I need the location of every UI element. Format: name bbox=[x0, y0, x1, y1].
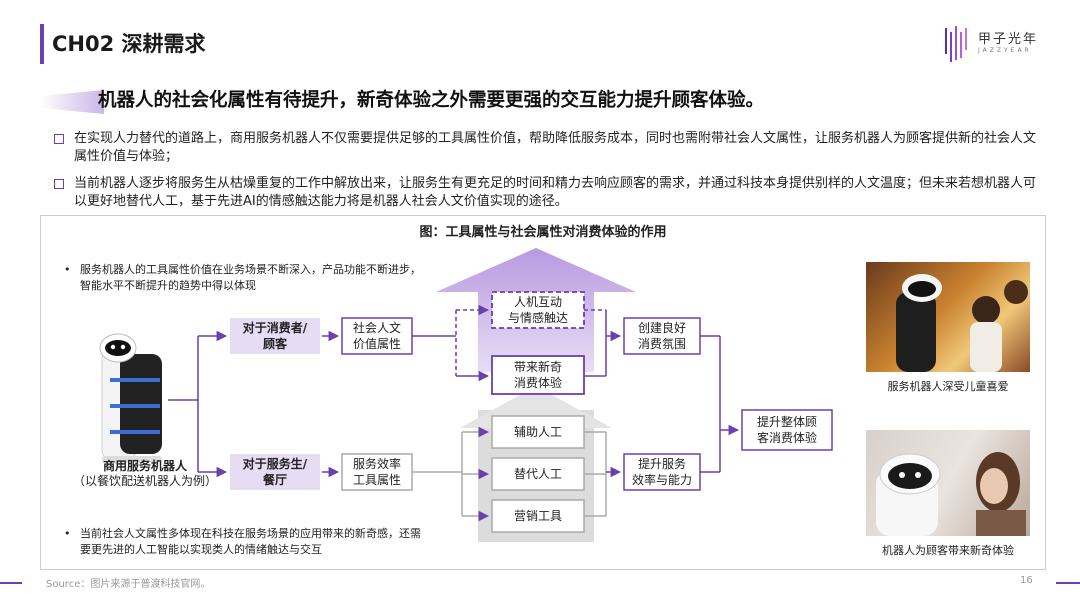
note-bullet: • bbox=[64, 263, 71, 276]
bullet-square-icon bbox=[54, 179, 64, 189]
section-title: CH02 深耕需求 bbox=[52, 32, 206, 56]
brand-logo: 甲子光年 JAZZYEAR bbox=[944, 24, 1054, 68]
replace-box bbox=[491, 457, 585, 491]
assist-label: 辅助人工 bbox=[513, 425, 562, 439]
note-text: 服务机器人的工具属性价值在业务场景不断深入，产品功能不断进步，智能水平不断提升的… bbox=[80, 263, 421, 292]
social-attr-box bbox=[341, 317, 413, 355]
section-accent-bar bbox=[40, 24, 44, 64]
logo-text-en: JAZZYEAR bbox=[978, 47, 1032, 54]
footer-accent-left bbox=[0, 582, 22, 584]
novelty-label: 带来新奇 消费体验 bbox=[513, 360, 562, 390]
logo-text-cn: 甲子光年 bbox=[978, 32, 1039, 47]
bullet-point-1: 在实现人力替代的道路上，商用服务机器人不仅需要提供足够的工具属性价值，帮助降低服… bbox=[54, 130, 1046, 166]
overall-box bbox=[741, 409, 833, 451]
photo-robot-customer bbox=[866, 430, 1030, 536]
diagram-note-bottom: • 当前社会人文属性多体现在科技在服务场景的应用带来的新奇感，还需要更先进的人工… bbox=[64, 526, 424, 558]
atmosphere-label: 创建良好 消费氛围 bbox=[637, 321, 686, 351]
replace-label: 替代人工 bbox=[513, 467, 562, 481]
waiter-label: 对于服务生/ 餐厅 bbox=[242, 457, 308, 487]
photo-robot-children bbox=[866, 262, 1030, 372]
bullet-point-2: 当前机器人逐步将服务生从枯燥重复的工作中解放出来，让服务生有更充足的时间和精力去… bbox=[54, 175, 1046, 211]
efficiency-box bbox=[623, 453, 701, 491]
note-bullet: • bbox=[64, 527, 71, 540]
marketing-label: 营销工具 bbox=[513, 509, 562, 523]
marketing-box bbox=[491, 499, 585, 533]
footer-accent-right bbox=[1056, 582, 1080, 584]
headline: 机器人的社会化属性有待提升，新奇体验之外需要更强的交互能力提升顾客体验。 bbox=[98, 90, 765, 111]
bullet-text: 在实现人力替代的道路上，商用服务机器人不仅需要提供足够的工具属性价值，帮助降低服… bbox=[74, 131, 1037, 164]
tool-attr-box bbox=[341, 453, 413, 491]
robot-label: 商用服务机器人 bbox=[102, 459, 187, 473]
waiter-box bbox=[230, 454, 320, 490]
consumer-label: 对于消费者/ 顾客 bbox=[242, 321, 308, 351]
page-number: 16 bbox=[1020, 575, 1033, 586]
diagram-note-top: • 服务机器人的工具属性价值在业务场景不断深入，产品功能不断进步，智能水平不断提… bbox=[64, 262, 424, 294]
note-text: 当前社会人文属性多体现在科技在服务场景的应用带来的新奇感，还需要更先进的人工智能… bbox=[80, 527, 421, 556]
photo-caption-2: 机器人为顾客带来新奇体验 bbox=[882, 544, 1014, 557]
interaction-box bbox=[491, 291, 585, 329]
headline-decoration bbox=[40, 90, 104, 114]
efficiency-label: 提升服务 效率与能力 bbox=[631, 457, 692, 487]
robot-sublabel: （以餐饮配送机器人为例） bbox=[72, 474, 217, 488]
atmosphere-box bbox=[623, 317, 701, 355]
bullet-text: 当前机器人逐步将服务生从枯燥重复的工作中解放出来，让服务生有更充足的时间和精力去… bbox=[74, 176, 1037, 209]
assist-box bbox=[491, 415, 585, 449]
logo-mark-icon bbox=[945, 26, 967, 62]
consumer-box bbox=[230, 318, 320, 354]
social-attr-label: 社会人文 价值属性 bbox=[352, 321, 401, 351]
bullet-square-icon bbox=[54, 134, 64, 144]
diagram-title: 图：工具属性与社会属性对消费体验的作用 bbox=[419, 225, 667, 240]
robot-illustration bbox=[99, 333, 162, 464]
photo-caption-1: 服务机器人深受儿童喜爱 bbox=[887, 380, 1009, 393]
novelty-box bbox=[491, 355, 585, 395]
interaction-label: 人机互动 与情感触达 bbox=[507, 295, 568, 325]
tool-attr-label: 服务效率 工具属性 bbox=[352, 457, 401, 487]
source-note: Source：图片来源于普渡科技官网。 bbox=[46, 579, 211, 590]
overall-label: 提升整体顾 客消费体验 bbox=[756, 415, 817, 445]
